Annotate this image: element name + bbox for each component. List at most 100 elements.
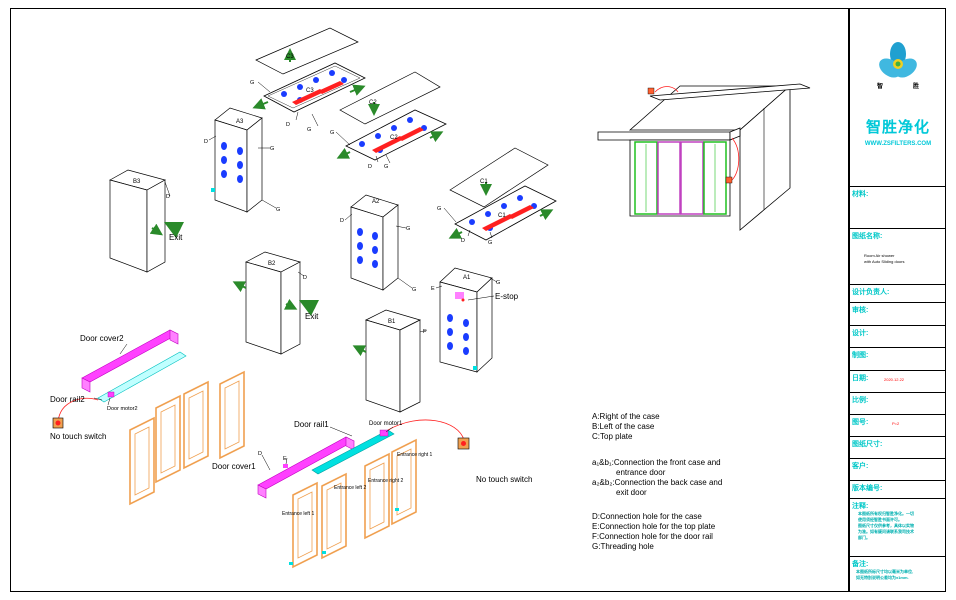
label-door-cover1: Door cover1 bbox=[212, 462, 256, 471]
label-door-motor2: Door motor2 bbox=[107, 406, 138, 412]
tb-scale: 比例: bbox=[850, 392, 946, 414]
label-b3: B3 bbox=[133, 179, 141, 185]
label-e-a1: E bbox=[431, 286, 435, 292]
tb-designer-in-charge: 设计负责人: bbox=[850, 284, 946, 302]
label-g-c2: G bbox=[330, 130, 334, 136]
legend-connections: a₁&b₁:Connection the front case and entr… bbox=[592, 458, 722, 498]
tb-drawing-no-value: P=2 bbox=[892, 421, 900, 426]
assembled-air-shower bbox=[597, 83, 811, 231]
legend-line-g: G:Threading hole bbox=[592, 542, 654, 551]
case-panel-a3 bbox=[211, 107, 263, 213]
leader-lines bbox=[93, 81, 498, 471]
tb-notes-line-5: 部门。 bbox=[858, 535, 870, 540]
label-d-a2: D bbox=[340, 218, 344, 224]
tb-notes-label: 注释: bbox=[852, 503, 869, 510]
label-estop: E-stop bbox=[495, 292, 519, 301]
logo-char-right: 胜 bbox=[912, 82, 919, 90]
legend-holes: D:Connection hole for the case E:Connect… bbox=[592, 512, 715, 552]
drawing-frame bbox=[10, 8, 946, 592]
top-plate-c1 bbox=[448, 147, 557, 241]
tb-customer: 客户: bbox=[850, 458, 946, 480]
legend-line-c: C:Top plate bbox=[592, 432, 633, 441]
label-b2: B2 bbox=[268, 261, 276, 267]
tb-remarks: 备注: 本图纸所标尺寸均以毫米为单位, 如无特别说明公差均为±1mm. bbox=[850, 556, 946, 592]
label-g-c3: G bbox=[250, 80, 254, 86]
legend-line-a1b1-cont: entrance door bbox=[616, 468, 666, 477]
legend-line-a: A:Right of the case bbox=[592, 412, 660, 421]
door-rail1 bbox=[311, 419, 470, 475]
label-exit-b3: Exit bbox=[169, 233, 183, 242]
label-g-a3: G bbox=[270, 146, 274, 152]
tb-notes-text: 本图纸所有权归智胜净化。一切 使用须经智胜书面许可。 图纸尺寸仅供参考，具体以实… bbox=[858, 511, 914, 541]
case-panel-b1 bbox=[352, 309, 421, 413]
tb-drawing-no-label: 图号: bbox=[852, 419, 869, 426]
label-door-rail2: Door rail2 bbox=[50, 395, 85, 404]
top-plate-c3 bbox=[252, 27, 366, 113]
legend-line-e: E:Connection hole for the top plate bbox=[592, 522, 716, 531]
tb-notes: 注释: 本图纸所有权归智胜净化。一切 使用须经智胜书面许可。 图纸尺寸仅供参考，… bbox=[850, 498, 946, 556]
legend-line-d: D:Connection hole for the case bbox=[592, 512, 702, 521]
tb-material: 材料: bbox=[850, 186, 946, 228]
tb-remarks-text: 本图纸所标尺寸均以毫米为单位, 如无特别说明公差均为±1mm. bbox=[856, 569, 913, 581]
title-block: 智 胜 智胜净化 WWW.ZSFILTERS.COM 材料: 图纸名称: Roo… bbox=[848, 8, 946, 592]
tb-date-label: 日期: bbox=[852, 375, 869, 382]
entrance-doors bbox=[289, 438, 417, 569]
company-url: WWW.ZSFILTERS.COM bbox=[864, 141, 932, 147]
tb-drawing-name-value-1: Room Air shower bbox=[864, 253, 895, 258]
label-c1-plate: C1 bbox=[480, 179, 488, 185]
tb-design: 设计: bbox=[850, 325, 946, 347]
label-c1: C1 bbox=[498, 213, 506, 219]
tb-date: 日期: 2020.12.22 bbox=[850, 370, 946, 392]
tb-notes-line-2: 使用须经智胜书面许可。 bbox=[858, 517, 902, 522]
label-g-a2: G bbox=[406, 226, 410, 232]
exit-doors bbox=[129, 370, 245, 506]
label-b1: B1 bbox=[388, 319, 396, 325]
label-d-b3: D bbox=[166, 194, 170, 200]
tb-remarks-label: 备注: bbox=[852, 561, 869, 568]
label-entrance-right-1: Entrance right 1 bbox=[397, 452, 433, 458]
label-d-cover1: D bbox=[258, 451, 262, 457]
label-a3: A3 bbox=[236, 119, 244, 125]
legend-line-a1b1: a₁&b₁:Connection the front case and bbox=[592, 458, 721, 467]
tb-notes-line-3: 图纸尺寸仅供参考，具体以实物 bbox=[858, 523, 914, 528]
label-d-c3: D bbox=[286, 122, 290, 128]
legend-line-a2b2-cont: exit door bbox=[616, 488, 647, 497]
label-entrance-left-1: Entrance left 1 bbox=[282, 511, 314, 517]
company-logo: 智 胜 bbox=[877, 42, 919, 90]
door-cover1 bbox=[257, 436, 355, 499]
door-rail2 bbox=[52, 351, 187, 429]
tb-review: 审核: bbox=[850, 302, 946, 325]
case-panel-a1 bbox=[439, 267, 493, 373]
label-a2: A2 bbox=[372, 199, 380, 205]
tb-drawing-name-label: 图纸名称: bbox=[852, 233, 883, 240]
legend-line-b: B:Left of the case bbox=[592, 422, 655, 431]
label-no-touch-switch-1: No touch switch bbox=[476, 475, 532, 484]
label-e-cover1: E bbox=[283, 456, 287, 462]
door-cover2 bbox=[81, 329, 179, 393]
label-d-c1: D bbox=[461, 238, 465, 244]
label-d-a3: D bbox=[204, 139, 208, 145]
top-plate-c2 bbox=[336, 71, 447, 161]
label-f-b1: F bbox=[423, 329, 427, 335]
label-d-c2: D bbox=[368, 164, 372, 170]
tb-remarks-line-2: 如无特别说明公差均为±1mm. bbox=[856, 575, 909, 580]
tb-draft: 制图: bbox=[850, 347, 946, 370]
case-panel-b3 bbox=[109, 169, 185, 273]
label-c2: C2 bbox=[390, 135, 398, 141]
label-c2-plate: C2 bbox=[369, 100, 377, 106]
part-labels: C3 C3 C2 C2 C1 C1 A3 A2 A1 B3 B2 B1 G D … bbox=[50, 54, 532, 517]
label-g-a1: G bbox=[496, 280, 500, 286]
tb-notes-line-4: 为准。如有疑问请联系我司技术 bbox=[858, 529, 914, 534]
label-exit-b2: Exit bbox=[305, 312, 319, 321]
tb-paper-size: 图纸尺寸: bbox=[850, 436, 946, 458]
label-g-c1b: G bbox=[488, 240, 492, 246]
label-g-a3b: G bbox=[276, 207, 280, 213]
label-door-motor1: Door motor1 bbox=[369, 421, 403, 427]
label-c3-plate: C3 bbox=[286, 54, 294, 60]
case-panel-a2 bbox=[350, 194, 399, 291]
label-a1: A1 bbox=[463, 275, 471, 281]
label-d-b2: D bbox=[303, 275, 307, 281]
tb-drawing-name: 图纸名称: Room Air shower with Auto Sliding … bbox=[850, 228, 946, 284]
assembly-drawing: C3 C3 C2 C2 C1 C1 A3 A2 A1 B3 B2 B1 G D … bbox=[50, 27, 811, 569]
label-door-cover2: Door cover2 bbox=[80, 334, 124, 343]
